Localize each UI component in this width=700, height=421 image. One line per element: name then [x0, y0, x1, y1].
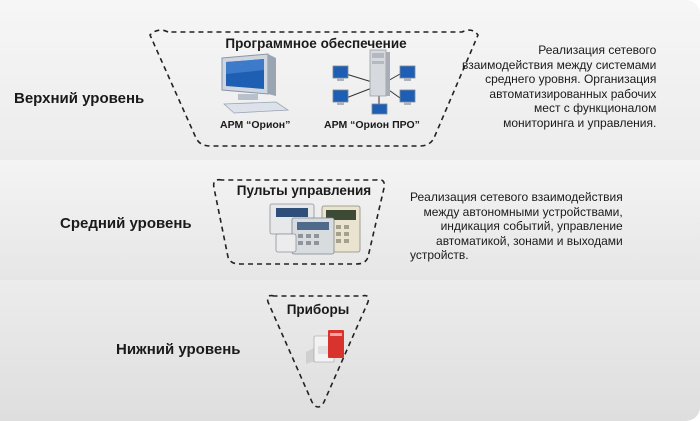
devices-header: Приборы	[286, 302, 350, 317]
arm-orion-caption: АРМ “Орион”	[220, 119, 291, 131]
top-desc-line: взаимодействия между системами	[462, 57, 657, 72]
middle-level-label: Средний уровень	[60, 215, 192, 232]
bottom-level-label: Нижний уровень	[116, 341, 241, 358]
top-desc-line: мониторинга и управления.	[503, 115, 657, 130]
device-icon	[306, 330, 344, 364]
top-level-label: Верхний уровень	[14, 90, 145, 107]
control-panels-header: Пульты управления	[236, 183, 372, 198]
top-desc-line: Реализация сетевого	[538, 43, 657, 57]
bottom-level-band	[0, 280, 700, 421]
middle-desc-line: Реализация сетевого взаимодействия	[410, 190, 623, 204]
bottom-triangle-outline	[266, 294, 370, 408]
middle-desc-line: между автономными устройствами,	[423, 204, 623, 219]
middle-funnel-outline	[212, 178, 386, 265]
software-header: Программное обеспечение	[225, 36, 407, 51]
middle-level-description: Реализация сетевого взаимодействия между…	[410, 190, 623, 263]
arm-orion-pro-caption: АРМ “Орион ПРО”	[324, 119, 420, 131]
arm-orion-pro-network-icon	[332, 49, 416, 115]
top-level-description: Реализация сетевого взаимодействия между…	[462, 43, 656, 130]
top-level-band	[0, 0, 700, 160]
top-desc-line: автоматизированных рабочих	[489, 86, 657, 101]
arm-orion-monitor-icon	[221, 53, 290, 114]
top-desc-line: мест с функционалом	[534, 101, 657, 115]
top-desc-line: среднего уровня. Организация	[485, 72, 657, 86]
middle-desc-line: автоматикой, зонами и выходами	[436, 233, 623, 248]
control-panels-icon	[269, 203, 361, 255]
middle-desc-line: устройств.	[410, 248, 469, 262]
middle-desc-line: индикация событий, управление	[440, 219, 623, 233]
